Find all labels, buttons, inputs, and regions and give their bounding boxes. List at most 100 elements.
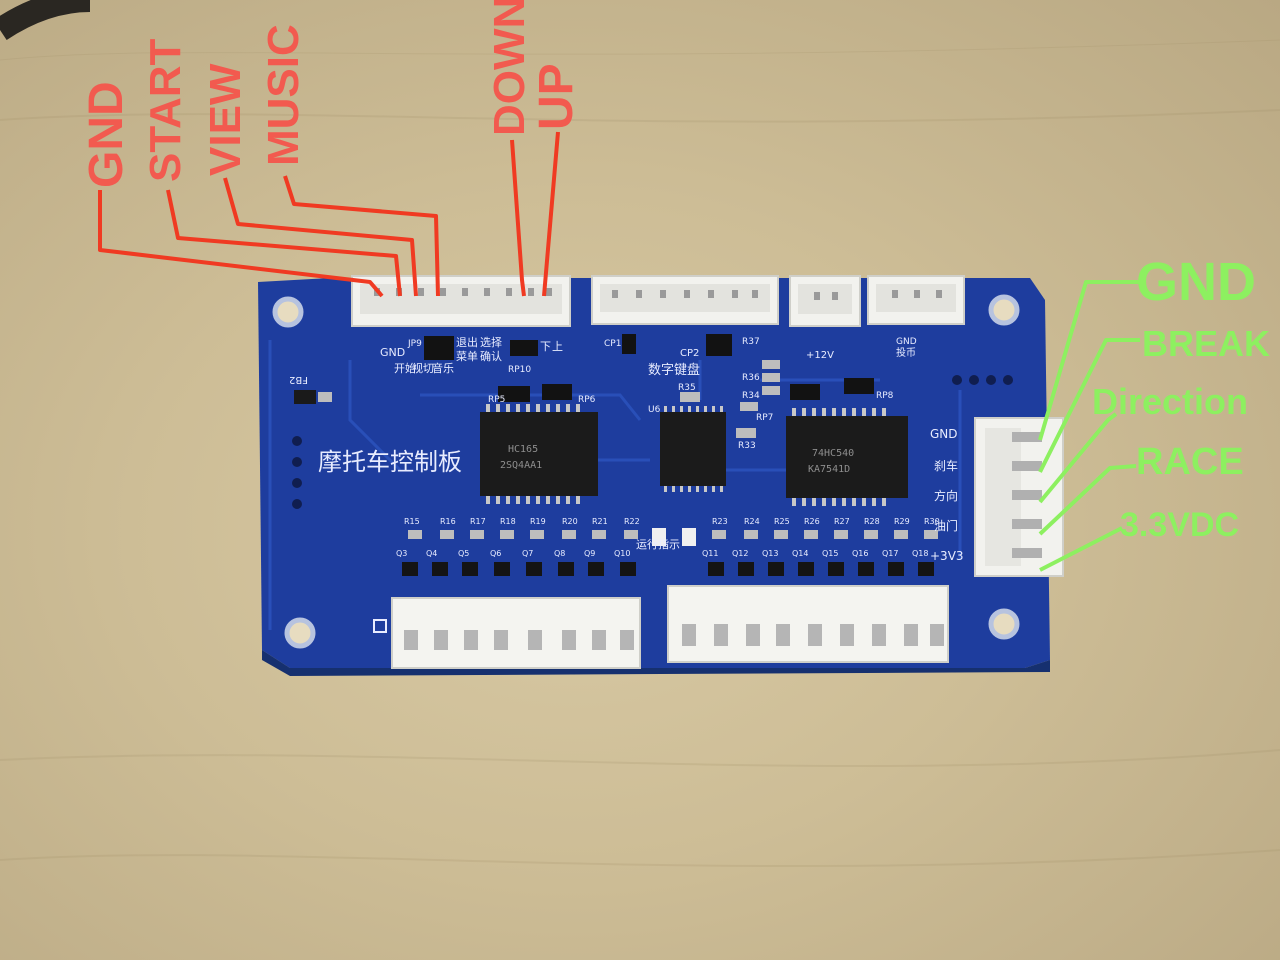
pin-label: 上 [552,340,563,353]
resistor-label: R23 [712,517,728,526]
jp9-label: JP9 [407,339,422,349]
resistor-label: R29 [894,517,910,526]
pin-label: 确认 [480,350,502,363]
resistor-label: R18 [500,517,516,526]
table-texture [0,39,1280,868]
resistor-label: R28 [864,517,880,526]
label-up: UP [530,63,583,130]
pin-label: 开始 [394,361,416,375]
side-pin-label: 油门 [934,518,958,533]
pcb-board: FB2 [258,275,1064,676]
label-direction: Direction [1092,381,1248,422]
label-gnd-top: GND [80,81,133,188]
mounting-hole [988,608,1020,640]
rp-label: RP10 [508,365,531,375]
transistor-label: Q9 [584,549,595,558]
mounting-hole [272,296,304,328]
resistor-label: R37 [742,337,760,347]
top-connector-main [351,275,571,327]
top-annotation-lines [98,131,560,298]
top-connector-power [789,275,861,327]
chip-left: HC165 2SQ4AA1 [480,404,598,504]
resistor-label: R24 [744,517,760,526]
label-race: RACE [1136,441,1244,483]
resistor-label: R21 [592,517,608,526]
resistor-label: R25 [774,517,790,526]
bottom-connector-right [667,585,949,663]
chip-right-line1: 74HC540 [812,448,854,459]
side-pin-label: 方向 [934,488,958,503]
label-gnd-side: GND [1136,252,1256,312]
side-pin-label: GND [930,427,958,441]
pin-label: 选择 [480,335,502,349]
transistor-label: Q14 [792,549,808,558]
mounting-hole [284,617,316,649]
transistor-label: Q3 [396,549,407,558]
keypad-label: 数字键盘 [648,362,700,378]
label-3v3: 3.3VDC [1120,506,1239,544]
cp1-label: CP1 [604,339,621,349]
chip-middle [660,406,726,492]
resistor-label: R19 [530,517,546,526]
top-connector-coin [867,275,965,325]
label-start: START [141,38,190,182]
side-labels: GND BREAK Direction RACE 3.3VDC [1092,252,1270,544]
gnd-small-label: GND [896,337,917,347]
resistor-label: R20 [562,517,578,526]
resistor-label: R17 [470,517,486,526]
chip-right-line2: KA7541D [808,464,850,475]
u6-label: U6 [648,405,661,415]
running-indicator-label: 运行指示 [636,537,680,551]
resistor-label: R22 [624,517,640,526]
side-pin-label: +3V3 [930,549,964,563]
top-connector-keypad [591,275,779,325]
top-labels: GND START VIEW MUSIC DOWN UP [80,0,583,188]
cable [0,0,91,41]
transistor-label: Q6 [490,549,501,558]
resistor-label: R35 [678,383,696,393]
transistor-label: Q13 [762,549,778,558]
rp-label: RP7 [756,413,773,423]
resistor-label: R36 [742,373,760,383]
board-title: 摩托车控制板 [318,448,462,476]
transistor-label: Q10 [614,549,630,558]
chip-left-line1: HC165 [508,444,538,455]
side-annotation-lines [1038,280,1140,572]
transistor-label: Q11 [702,549,718,558]
coin-label: 投币 [896,346,916,359]
mounting-hole [988,294,1020,326]
label-view: VIEW [201,63,250,176]
side-pin-label: 刹车 [934,458,958,473]
cp2-label: CP2 [680,348,699,359]
chip-left-line2: 2SQ4AA1 [500,460,542,471]
pin-label: 音乐 [432,361,454,375]
power-label: +12V [806,350,834,361]
resistor-label: R16 [440,517,456,526]
transistor-label: Q12 [732,549,748,558]
pin-label: 退出 [456,335,478,349]
resistor-label: R26 [804,517,820,526]
label-break: BREAK [1142,323,1270,364]
transistor-label: Q8 [554,549,565,558]
pin-label: 下 [540,340,551,353]
side-connector [974,417,1064,577]
fb2-label: FB2 [289,374,308,385]
pin-label: 菜单 [456,350,478,363]
pin-label: 视切 [412,361,434,375]
chip-right: 74HC540 KA7541D [786,408,908,506]
transistor-label: Q5 [458,549,469,558]
resistor-label: R30 [924,517,940,526]
label-music: MUSIC [259,24,308,166]
rp-label: RP6 [578,395,596,405]
rp-label: RP5 [488,395,505,405]
resistor-label: R27 [834,517,850,526]
transistor-label: Q7 [522,549,533,558]
resistor-label: R15 [404,517,420,526]
transistor-label: Q4 [426,549,437,558]
transistor-label: Q17 [882,549,898,558]
pin-label: GND [380,346,405,359]
resistor-label: R33 [738,441,756,451]
transistor-label: Q15 [822,549,838,558]
transistor-label: Q18 [912,549,928,558]
